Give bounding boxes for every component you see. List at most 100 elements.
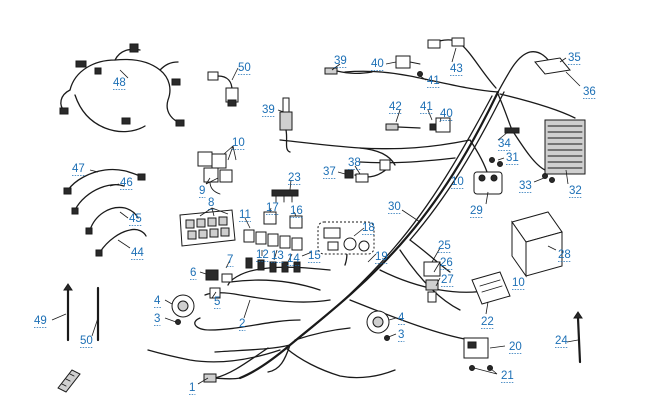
cable-47 (63, 168, 146, 195)
callout-33[interactable]: 33 (519, 180, 532, 192)
ruler-icon (57, 369, 81, 393)
cable-46 (71, 184, 125, 215)
callout-1[interactable]: 1 (189, 382, 195, 394)
cable-tie-49 (63, 283, 73, 342)
callout-21[interactable]: 21 (501, 370, 514, 382)
callout-10-cdi[interactable]: 10 (512, 277, 525, 289)
leader-lines (51, 47, 581, 385)
callout-10-relay[interactable]: 10 (451, 176, 464, 188)
callout-16[interactable]: 16 (290, 205, 303, 217)
connector-23 (271, 189, 299, 203)
callout-50-switch[interactable]: 50 (238, 62, 251, 74)
relay-20 (463, 337, 489, 359)
callout-40-top[interactable]: 40 (371, 58, 384, 70)
callout-34[interactable]: 34 (498, 138, 511, 150)
callout-28[interactable]: 28 (558, 249, 571, 261)
callout-38[interactable]: 38 (348, 157, 361, 169)
callout-3-left[interactable]: 3 (154, 313, 160, 325)
callout-23[interactable]: 23 (288, 172, 301, 184)
relay-40-top (395, 55, 421, 69)
callout-42[interactable]: 42 (389, 101, 402, 113)
callout-41-top[interactable]: 41 (427, 75, 440, 87)
horn-4-right (366, 310, 390, 334)
callout-13[interactable]: 13 (271, 250, 284, 262)
flasher-25-26-27 (423, 261, 441, 303)
callout-4-right[interactable]: 4 (398, 312, 405, 324)
cdi-unit-22 (471, 271, 511, 305)
switch-kit-18 (317, 221, 375, 255)
callout-29[interactable]: 29 (470, 205, 483, 217)
callout-27[interactable]: 27 (441, 274, 454, 286)
screw-41-top (417, 71, 423, 77)
callout-37[interactable]: 37 (323, 166, 336, 178)
callout-36[interactable]: 36 (583, 86, 596, 98)
callout-14[interactable]: 14 (287, 253, 300, 265)
cable-tie-24 (573, 311, 583, 364)
callout-31[interactable]: 31 (506, 152, 519, 164)
callout-32[interactable]: 32 (569, 185, 582, 197)
bolt-33 (542, 173, 555, 183)
callout-9[interactable]: 9 (199, 185, 205, 197)
callout-39-left[interactable]: 39 (262, 104, 275, 116)
callout-4-left[interactable]: 4 (154, 295, 161, 307)
callout-11[interactable]: 11 (239, 209, 251, 221)
callout-19[interactable]: 19 (375, 251, 388, 263)
callout-30[interactable]: 30 (388, 201, 401, 213)
sensor-39-top (324, 67, 373, 75)
horn-4-left (171, 294, 195, 318)
callout-46[interactable]: 46 (120, 177, 133, 189)
callout-10-upper[interactable]: 10 (232, 137, 245, 149)
sub-harness-48 (59, 43, 185, 133)
sensor-39-left (279, 97, 293, 153)
connector-48d (121, 117, 131, 125)
connector-43 (427, 37, 465, 49)
connector-48e (175, 119, 185, 127)
battery-28 (511, 211, 563, 278)
regulator-32 (544, 119, 586, 175)
callout-50-tie[interactable]: 50 (80, 335, 93, 347)
callout-6[interactable]: 6 (190, 267, 196, 279)
fuse-block-8 (179, 209, 236, 247)
callout-47[interactable]: 47 (72, 163, 85, 175)
connector-48b (129, 43, 139, 53)
connector-48c (171, 78, 181, 86)
callout-22[interactable]: 22 (481, 316, 494, 328)
sensor-38 (354, 159, 391, 183)
screw-3-left (175, 319, 181, 325)
callout-20[interactable]: 20 (509, 341, 522, 353)
callout-41-mid[interactable]: 41 (420, 101, 433, 113)
callout-43[interactable]: 43 (450, 63, 463, 75)
callout-35[interactable]: 35 (568, 52, 581, 64)
callout-15[interactable]: 15 (308, 250, 321, 262)
sensor-42 (385, 123, 421, 131)
callout-7[interactable]: 7 (227, 254, 233, 266)
callout-39-top[interactable]: 39 (334, 55, 347, 67)
connector-48f (59, 107, 69, 115)
callout-40-mid[interactable]: 40 (440, 108, 453, 120)
callout-8[interactable]: 8 (208, 197, 214, 209)
callout-5[interactable]: 5 (214, 296, 220, 308)
callout-44[interactable]: 44 (131, 247, 144, 259)
callout-48[interactable]: 48 (113, 77, 126, 89)
callout-49[interactable]: 49 (34, 315, 47, 327)
callout-25[interactable]: 25 (438, 240, 451, 252)
connector-48g (94, 67, 102, 75)
cable-45 (85, 206, 139, 235)
screw-31 (489, 157, 503, 167)
callout-17[interactable]: 17 (266, 202, 279, 214)
callout-18[interactable]: 18 (362, 222, 375, 234)
callout-3-right[interactable]: 3 (398, 329, 404, 341)
connector-48a (75, 60, 87, 68)
relay-group-9-10 (197, 151, 233, 195)
ignition-switch-50 (207, 71, 239, 107)
callout-24[interactable]: 24 (555, 335, 568, 347)
callout-26[interactable]: 26 (440, 257, 453, 269)
callout-45[interactable]: 45 (129, 213, 142, 225)
callout-2[interactable]: 2 (239, 318, 245, 330)
callout-12[interactable]: 12 (256, 249, 269, 261)
cable-44 (95, 228, 147, 257)
sensor-1 (203, 347, 269, 383)
starter-relay-29 (473, 171, 503, 195)
connector-34 (504, 127, 520, 134)
